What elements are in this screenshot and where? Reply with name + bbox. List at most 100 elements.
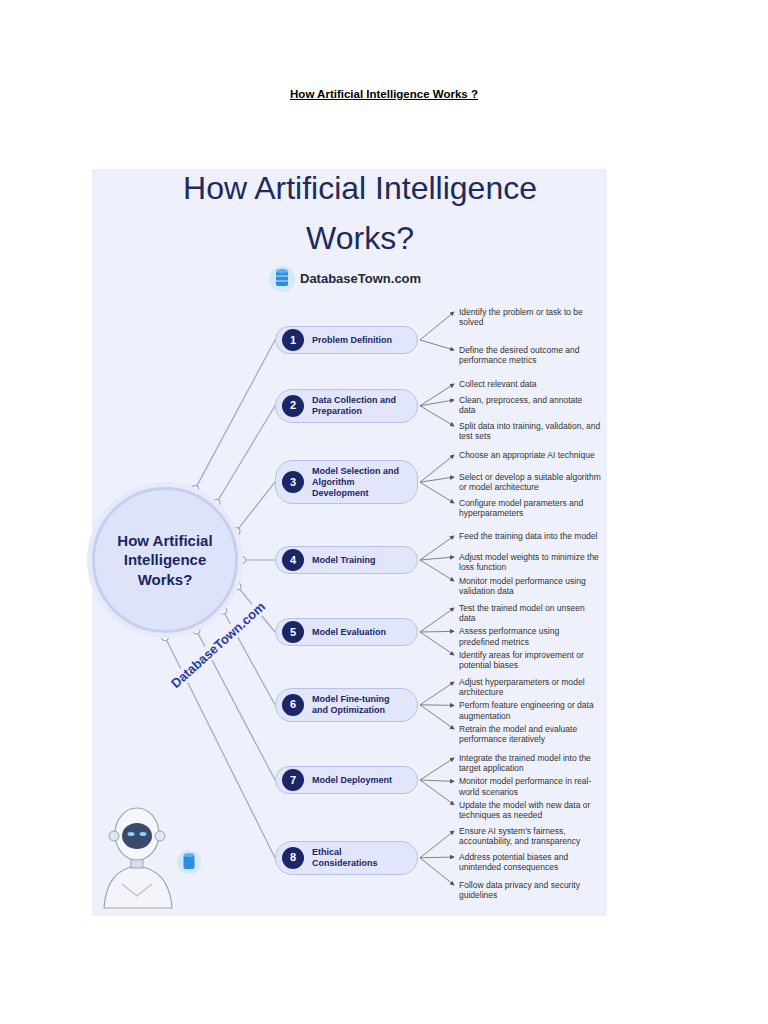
step-box: Model Deployment 7 bbox=[275, 766, 418, 794]
step-number: 2 bbox=[282, 395, 304, 417]
leader-line bbox=[420, 312, 454, 340]
step-name: Model Selection and Algorithm Developmen… bbox=[312, 466, 405, 498]
robot-head bbox=[115, 808, 159, 860]
step-number-text: 2 bbox=[290, 400, 296, 411]
step-number: 4 bbox=[282, 549, 304, 571]
bullet-note: Address potential biases and unintended … bbox=[459, 852, 601, 872]
leader-line bbox=[420, 536, 454, 560]
poster-ground bbox=[93, 170, 606, 915]
leader-line bbox=[420, 758, 454, 780]
step-number-text: 8 bbox=[290, 852, 296, 863]
leader-line bbox=[420, 632, 454, 655]
step-box: Model Fine-tuning and Optimization 6 bbox=[275, 688, 418, 722]
step-number-text: 4 bbox=[290, 555, 296, 566]
bullet-note: Identify areas for improvement or potent… bbox=[459, 650, 601, 670]
step-name: Model Deployment bbox=[312, 775, 392, 786]
step-name: Model Fine-tuning and Optimization bbox=[312, 694, 405, 716]
robot-chest-line bbox=[122, 884, 152, 896]
step-name: Problem Definition bbox=[312, 335, 392, 346]
robot-eye bbox=[140, 832, 147, 836]
leader-line bbox=[420, 340, 454, 350]
brand-icon bbox=[269, 266, 295, 292]
leader-line bbox=[420, 560, 454, 581]
step-name: Model Training bbox=[312, 555, 376, 566]
bullet-note: Adjust hyperparameters or model architec… bbox=[459, 677, 601, 697]
leader-line bbox=[420, 831, 454, 858]
leader-line bbox=[420, 384, 454, 406]
bullet-note: Monitor model performance in real-world … bbox=[459, 776, 601, 796]
step-box: Model Evaluation 5 bbox=[275, 618, 418, 646]
robot-ear bbox=[155, 831, 165, 841]
leader-line bbox=[420, 482, 454, 503]
robot-eye bbox=[128, 832, 135, 836]
step-number-text: 5 bbox=[290, 627, 296, 638]
bullet-note: Identify the problem or task to be solve… bbox=[459, 307, 601, 327]
step-number: 6 bbox=[282, 694, 304, 716]
leader-line bbox=[420, 557, 454, 560]
step-number-text: 6 bbox=[290, 699, 296, 710]
page-title: How Artificial Intelligence Works ? bbox=[0, 88, 768, 100]
db-band bbox=[276, 276, 288, 277]
leader-line bbox=[420, 455, 454, 482]
leader-line bbox=[420, 406, 454, 426]
bullet-note: Split data into training, validation, an… bbox=[459, 421, 601, 441]
db-top bbox=[276, 269, 288, 273]
step-box: Problem Definition 1 bbox=[275, 326, 418, 354]
db-icon bbox=[177, 850, 201, 874]
bullet-note: Adjust model weights to minimize the los… bbox=[459, 552, 601, 572]
spoke-line bbox=[217, 406, 275, 503]
step-number: 1 bbox=[282, 329, 304, 351]
bullet-note: Perform feature engineering or data augm… bbox=[459, 700, 601, 720]
step-number-text: 1 bbox=[290, 335, 296, 346]
bullet-note: Retrain the model and evaluate performan… bbox=[459, 724, 601, 744]
bullet-note: Test the trained model on unseen data bbox=[459, 603, 601, 623]
bullet-note: Monitor model performance using validati… bbox=[459, 576, 601, 596]
robot-visor bbox=[122, 823, 152, 849]
spoke-dot bbox=[162, 634, 169, 641]
bullet-note: Feed the training data into the model bbox=[459, 531, 601, 541]
hub-text: How Artificial Intelligence Works? bbox=[105, 531, 225, 590]
leader-line bbox=[420, 400, 454, 406]
leader-line bbox=[420, 780, 454, 781]
leader-line bbox=[420, 682, 454, 705]
step-number-text: 7 bbox=[290, 775, 296, 786]
leader-line bbox=[420, 631, 454, 633]
spoke-dot bbox=[193, 627, 200, 634]
leader-line bbox=[420, 858, 454, 885]
step-name: Data Collection and Preparation bbox=[312, 395, 405, 417]
step-number: 5 bbox=[282, 621, 304, 643]
bullet-note: Clean, preprocess, and annotate data bbox=[459, 395, 601, 415]
spoke-line bbox=[236, 482, 275, 531]
robot-illustration bbox=[104, 808, 172, 908]
step-name: Model Evaluation bbox=[312, 627, 386, 638]
bullet-note: Select or develop a suitable algorithm o… bbox=[459, 472, 601, 492]
leader-line bbox=[420, 608, 454, 632]
step-box: Model Training 4 bbox=[275, 546, 418, 574]
leader-line bbox=[420, 477, 454, 482]
bullet-note: Choose an appropriate AI technique bbox=[459, 450, 601, 460]
spoke-dot bbox=[233, 528, 240, 535]
db-top bbox=[184, 853, 195, 857]
bullet-note: Integrate the trained model into the tar… bbox=[459, 753, 601, 773]
bullet-note: Update the model with new data or techni… bbox=[459, 800, 601, 820]
icon-disc bbox=[177, 850, 201, 874]
spoke-dot bbox=[220, 607, 227, 614]
step-box: Data Collection and Preparation 2 bbox=[275, 389, 418, 423]
bullet-note: Configure model parameters and hyperpara… bbox=[459, 498, 601, 518]
spoke-dot bbox=[239, 557, 246, 564]
db-band bbox=[276, 281, 288, 282]
step-number: 7 bbox=[282, 769, 304, 791]
leader-line bbox=[420, 857, 454, 859]
step-name: Ethical Considerations bbox=[312, 847, 405, 869]
robot-ear bbox=[109, 831, 119, 841]
step-number: 8 bbox=[282, 847, 304, 869]
icon-disc bbox=[269, 266, 295, 292]
step-number: 3 bbox=[282, 471, 304, 493]
brand-name: DatabaseTown.com bbox=[300, 271, 421, 286]
robot-body bbox=[104, 866, 172, 908]
bullet-note: Assess performance using predefined metr… bbox=[459, 626, 601, 646]
step-number-text: 3 bbox=[290, 477, 296, 488]
hub-circle: How Artificial Intelligence Works? bbox=[92, 487, 238, 633]
leader-line bbox=[420, 704, 454, 706]
bullet-note: Ensure AI system's fairness, accountabil… bbox=[459, 826, 601, 846]
